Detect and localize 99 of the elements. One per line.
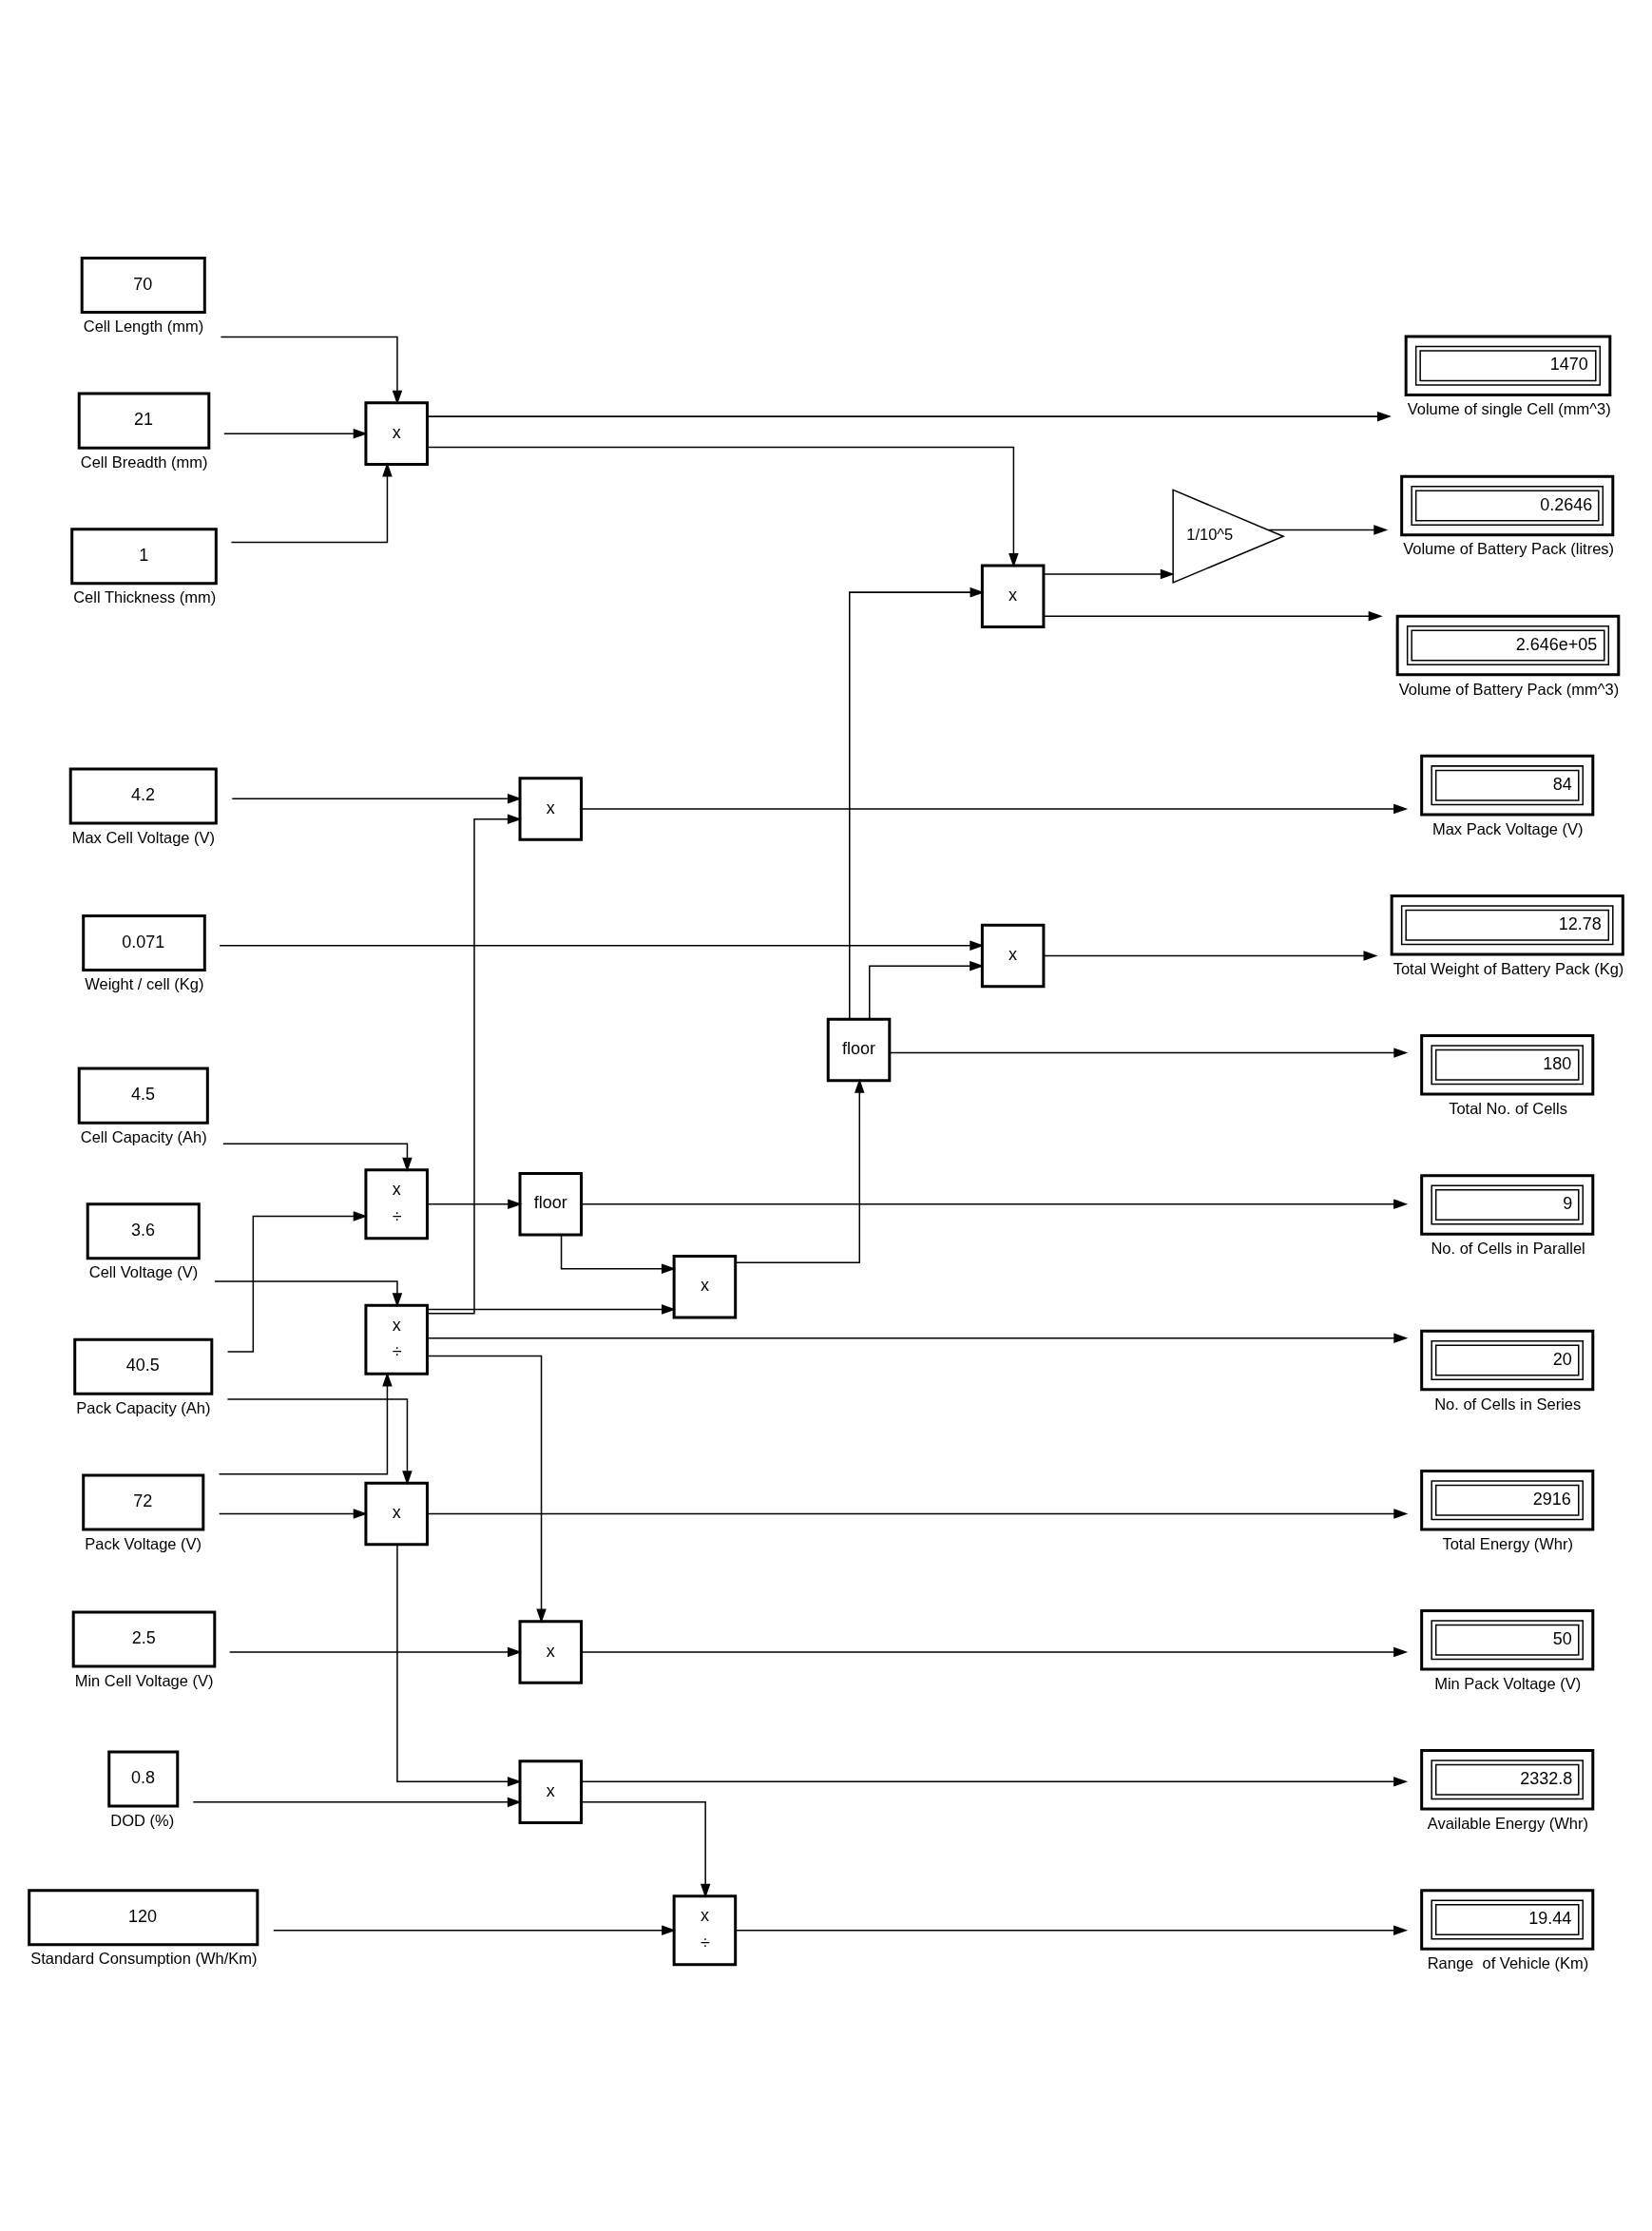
node-label: Weight / cell (Kg) — [85, 974, 204, 992]
arrow — [230, 461, 393, 543]
node-label: Cell Capacity (Ah) — [80, 1127, 207, 1145]
arrow — [273, 1924, 677, 1935]
node-box: 1 — [70, 527, 218, 585]
arrow — [396, 1543, 522, 1787]
node-label: Max Cell Voltage (V) — [71, 828, 216, 846]
arrow — [1267, 524, 1389, 535]
arrow — [223, 428, 368, 438]
arrow — [426, 813, 522, 1314]
node-box: 120 — [28, 1888, 259, 1946]
arrow — [426, 1508, 1409, 1519]
node-box: 40.5 — [73, 1337, 214, 1395]
arrow — [214, 1279, 403, 1307]
arrow — [426, 1355, 547, 1624]
node-label: Max Pack Voltage (V) — [1431, 819, 1584, 837]
node-label: DOD (%) — [110, 1811, 175, 1829]
node-label: Cell Length (mm) — [83, 317, 204, 335]
node-box: x ÷ — [364, 1303, 429, 1375]
node-box: floor — [826, 1017, 892, 1082]
arrow — [231, 793, 522, 803]
node-label: Total Energy (Whr) — [1442, 1534, 1573, 1552]
arrow — [1043, 950, 1378, 961]
arrow — [581, 1800, 711, 1898]
arrow — [1043, 610, 1383, 622]
node-box: x — [672, 1254, 738, 1318]
node-label: Range of Vehicle (Km) — [1427, 1953, 1589, 1971]
node-box: 9 — [1420, 1173, 1595, 1236]
node-label: No. of Cells in Series — [1434, 1394, 1582, 1413]
node-box: floor — [518, 1171, 584, 1236]
node-box: x — [518, 776, 584, 841]
node-box: 4.2 — [68, 766, 218, 824]
arrow — [580, 1198, 1409, 1209]
node-label: Volume of Battery Pack (mm^3) — [1398, 680, 1620, 698]
arrow — [580, 1646, 1409, 1657]
node-box: x — [980, 923, 1046, 988]
arrow — [228, 1646, 523, 1657]
node-box: x — [980, 564, 1046, 628]
node-label: Standard Consumption (Wh/Km) — [30, 1949, 258, 1967]
arrow — [226, 1397, 413, 1485]
node-box: 180 — [1420, 1033, 1595, 1096]
node-box: x ÷ — [364, 1167, 429, 1240]
arrow — [222, 1143, 413, 1172]
node-box: x — [364, 400, 429, 466]
node-label: Total No. of Cells — [1449, 1099, 1567, 1117]
arrow — [580, 803, 1409, 814]
node-label: No. of Cells in Parallel — [1431, 1239, 1585, 1257]
node-label: Cell Voltage (V) — [88, 1262, 199, 1280]
arrow — [226, 1210, 368, 1353]
node-box: 2.5 — [71, 1610, 217, 1667]
node-box: 12.78 — [1390, 894, 1624, 955]
arrow — [560, 1233, 676, 1274]
arrow — [889, 1047, 1409, 1058]
node-label: Volume of Battery Pack (litres) — [1403, 539, 1615, 557]
node-box: 0.8 — [107, 1750, 180, 1808]
node-box: 20 — [1420, 1329, 1595, 1391]
node-box: 1470 — [1404, 335, 1612, 396]
node-label: Pack Voltage (V) — [85, 1534, 202, 1552]
node-label: Pack Capacity (Ah) — [76, 1398, 211, 1416]
node-box: 84 — [1420, 754, 1595, 816]
node-box: 2916 — [1420, 1469, 1595, 1530]
arrow — [1043, 568, 1175, 579]
node-box: 50 — [1420, 1608, 1595, 1670]
arrow — [735, 1924, 1409, 1935]
node-label: Cell Breadth (mm) — [80, 452, 208, 471]
node-label: Min Cell Voltage (V) — [74, 1671, 214, 1689]
node-label: Min Pack Voltage (V) — [1434, 1674, 1582, 1692]
node-box: 19.44 — [1420, 1888, 1595, 1951]
node-box: 4.5 — [77, 1067, 209, 1125]
node-box: x — [364, 1481, 429, 1546]
arrow — [869, 960, 985, 1020]
node-box: x — [518, 1759, 584, 1824]
node-label: Total Weight of Battery Pack (Kg) — [1393, 959, 1624, 977]
node-box: 2.646e+05 — [1395, 614, 1621, 676]
node-box: 72 — [82, 1472, 205, 1530]
arrow — [580, 1776, 1409, 1787]
arrow — [426, 1333, 1409, 1343]
arrow — [735, 1078, 865, 1263]
node-label: Volume of single Cell (mm^3) — [1407, 399, 1611, 417]
arrow — [426, 1198, 523, 1209]
node-label: Cell Thickness (mm) — [73, 587, 217, 606]
node-box: 0.071 — [82, 914, 206, 971]
arrow — [426, 1303, 677, 1315]
arrow — [219, 940, 985, 951]
node-box: 2332.8 — [1420, 1748, 1595, 1811]
node-box: 3.6 — [86, 1202, 201, 1260]
arrow — [218, 1371, 393, 1474]
arrow — [218, 1508, 368, 1519]
node-box: x ÷ — [672, 1894, 738, 1966]
arrow — [192, 1797, 522, 1807]
node-box: 0.2646 — [1400, 474, 1615, 536]
node-box: 21 — [77, 392, 211, 450]
arrow — [849, 587, 985, 1020]
arrow — [426, 411, 1392, 421]
arrow — [427, 446, 1019, 567]
node-label: Available Energy (Whr) — [1427, 1814, 1589, 1832]
node-box: x — [518, 1619, 584, 1684]
arrow — [220, 336, 403, 405]
node-box: 70 — [80, 256, 206, 314]
